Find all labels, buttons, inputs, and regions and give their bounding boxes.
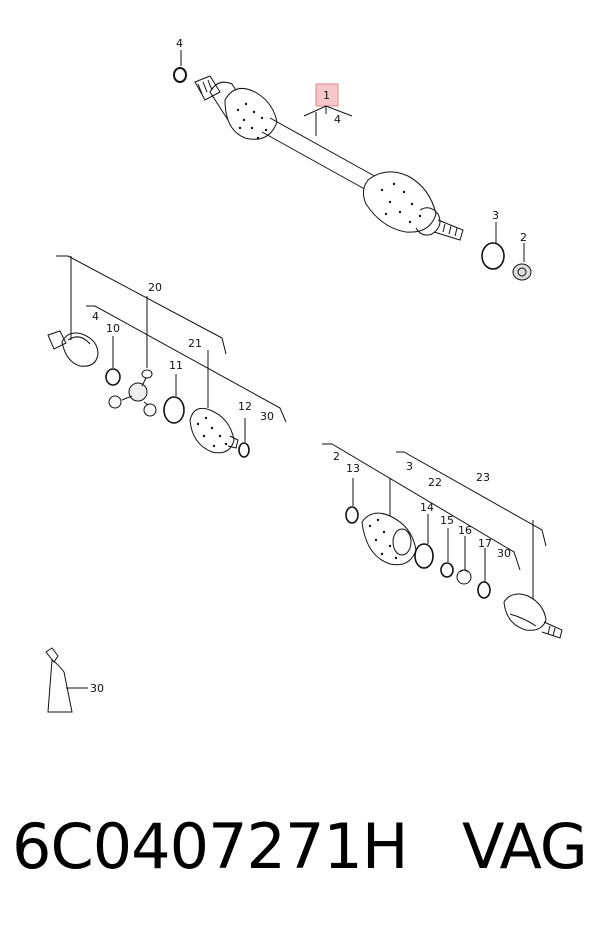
drive-shaft-assembly — [173, 50, 532, 281]
callout-16: 16 — [458, 524, 472, 537]
outer-boot[interactable] — [362, 171, 437, 233]
inner-joint-body[interactable] — [47, 330, 99, 367]
callout-20: 20 — [148, 281, 162, 294]
footer: 6C0407271H VAG — [0, 810, 600, 920]
callout-2-top: 2 — [520, 231, 527, 244]
tripod-joint[interactable] — [108, 369, 157, 417]
clamp-13[interactable] — [345, 506, 359, 524]
callout-30-grease: 30 — [90, 682, 104, 695]
callout-13: 13 — [346, 462, 360, 475]
grease-tube[interactable] — [45, 647, 88, 713]
circlip-4[interactable] — [173, 67, 187, 83]
callout-21: 21 — [188, 337, 202, 350]
callout-labels: 4 1 4 3 2 20 4 10 21 11 12 30 2 13 3 23 … — [90, 37, 527, 695]
callout-3-right: 3 — [406, 460, 413, 473]
callout-2-right: 2 — [333, 450, 340, 463]
inner-boot[interactable] — [224, 87, 278, 140]
callout-12: 12 — [238, 400, 252, 413]
callout-22: 22 — [428, 476, 442, 489]
callout-4-shaft: 4 — [334, 113, 341, 126]
callout-3-top: 3 — [492, 209, 499, 222]
callout-10: 10 — [106, 322, 120, 335]
callout-4-top: 4 — [176, 37, 183, 50]
part-number: 6C0407271H — [12, 810, 408, 883]
ring-15[interactable] — [440, 562, 454, 578]
nut-2[interactable] — [512, 263, 532, 281]
clamp-11[interactable] — [163, 396, 185, 424]
brand-label: VAG — [462, 810, 588, 883]
parts-diagram: 4 1 4 3 2 20 4 10 21 11 12 30 2 13 3 23 … — [45, 37, 563, 713]
callout-14: 14 — [420, 501, 434, 514]
callout-17: 17 — [478, 537, 492, 550]
outer-cv-joint[interactable] — [503, 593, 547, 631]
clamp-14[interactable] — [414, 543, 434, 569]
inner-boot-kit[interactable] — [189, 407, 235, 454]
callout-30-right: 30 — [497, 547, 511, 560]
callout-15: 15 — [440, 514, 454, 527]
spacer-16[interactable] — [456, 569, 472, 585]
shaft-bar[interactable] — [261, 117, 379, 193]
callout-23: 23 — [476, 471, 490, 484]
callout-11: 11 — [169, 359, 183, 372]
ring-3[interactable] — [481, 242, 505, 270]
outer-joint-kit — [322, 443, 563, 639]
callout-4-left: 4 — [92, 310, 99, 323]
callout-30-left: 30 — [260, 410, 274, 423]
ring-10[interactable] — [105, 368, 121, 386]
outer-boot-kit[interactable] — [361, 512, 417, 566]
callout-1: 1 — [323, 89, 330, 102]
circlip-17[interactable] — [477, 581, 491, 599]
clamp-12[interactable] — [238, 442, 250, 458]
inner-joint-kit — [47, 255, 287, 458]
